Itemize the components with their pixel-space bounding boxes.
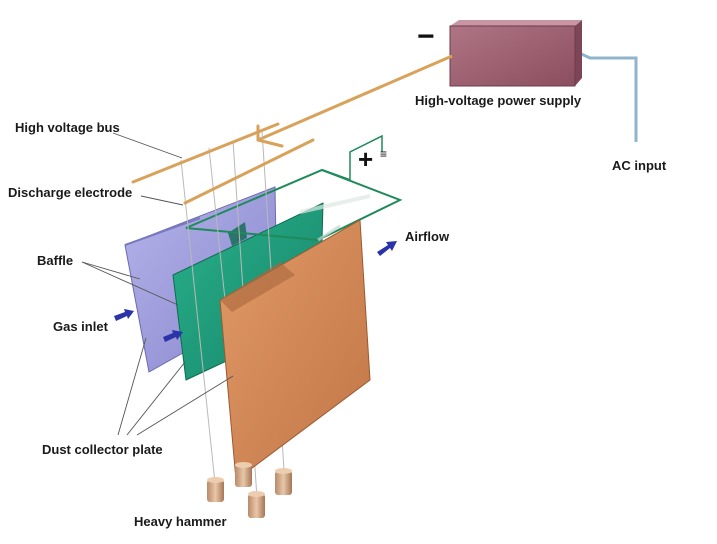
ground-icon: ≡	[380, 147, 388, 161]
label-dust-collector-plate: Dust collector plate	[42, 442, 163, 457]
ground-frame	[349, 134, 383, 180]
label-baffle: Baffle	[37, 253, 74, 268]
supply-lead-wire	[257, 54, 453, 142]
ac-input-cable	[576, 50, 638, 142]
label-high-voltage-bus: High voltage bus	[15, 120, 120, 135]
arrow-right-icon	[114, 309, 183, 342]
negative-sign: −	[417, 20, 435, 53]
arrow-up-right-icon	[377, 241, 397, 256]
heavy-hammers	[207, 462, 292, 518]
leader-lines	[81, 132, 234, 436]
top-frame	[185, 168, 403, 242]
high-voltage-bus-bars	[131, 122, 315, 205]
power-supply-box	[449, 20, 582, 87]
label-heavy-hammer: Heavy hammer	[134, 514, 227, 529]
front-collector-plate	[219, 219, 371, 481]
label-ac-input: AC input	[612, 158, 667, 173]
positive-sign: +	[358, 144, 374, 174]
label-gas-inlet: Gas inlet	[53, 319, 108, 334]
label-airflow: Airflow	[405, 229, 450, 244]
label-power-supply: High-voltage power supply	[415, 93, 582, 108]
label-discharge-electrode: Discharge electrode	[8, 185, 133, 200]
